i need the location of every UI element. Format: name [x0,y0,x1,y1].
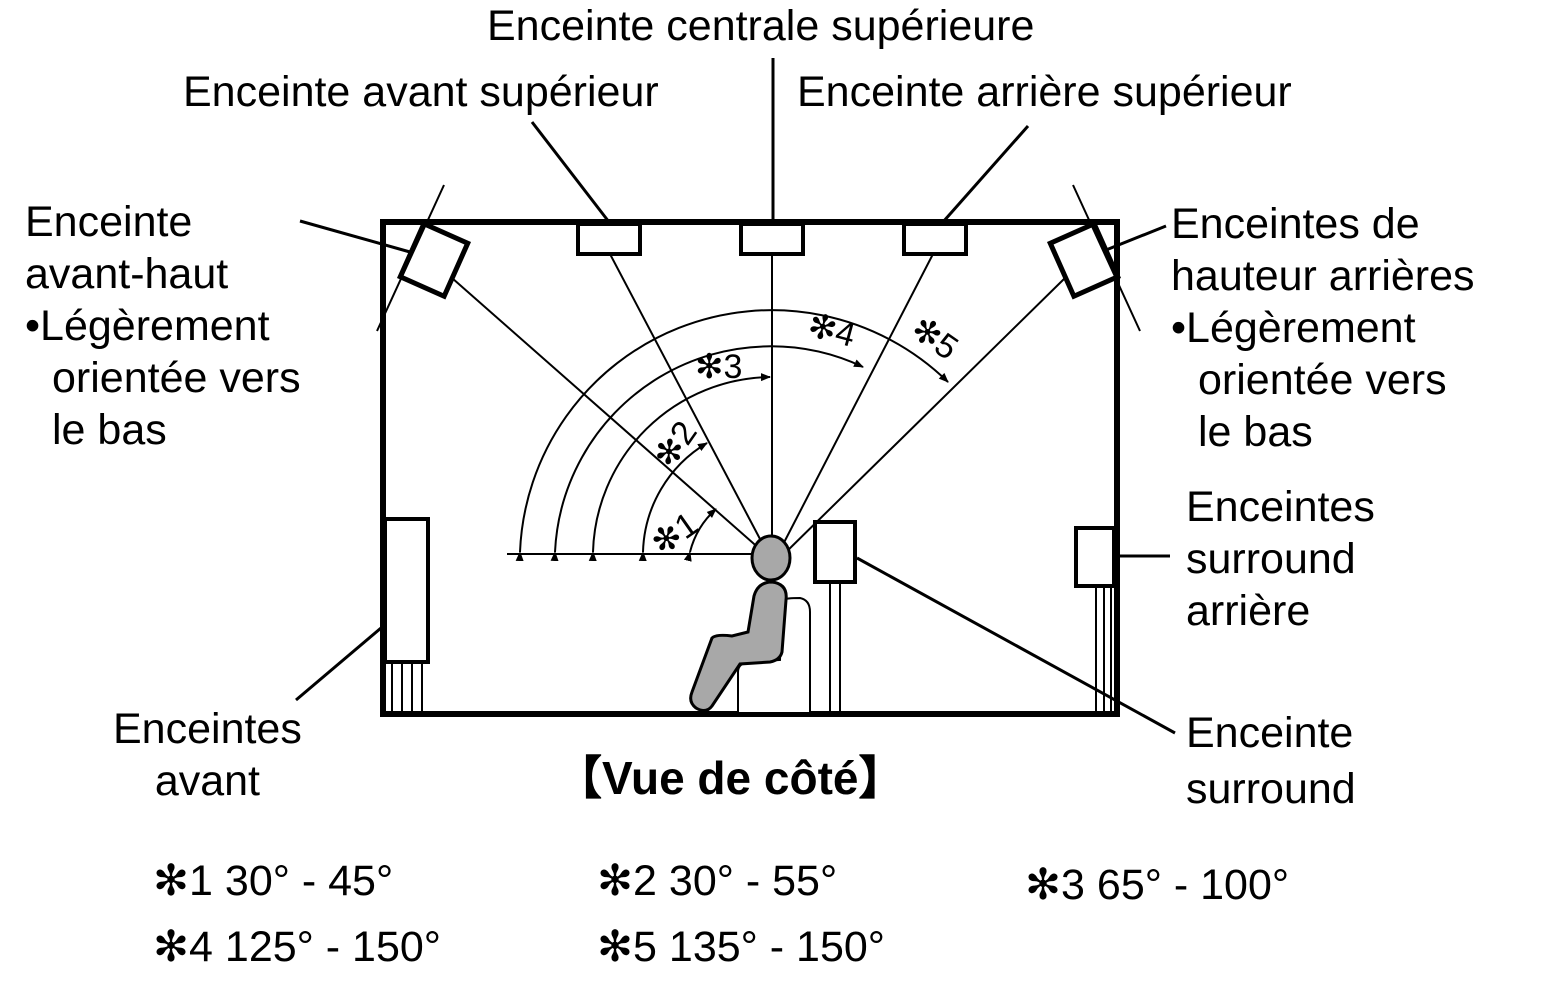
note-2: ✻2 30° - 55° [597,857,838,905]
note-3: ✻3 65° - 100° [1025,861,1290,909]
rear-height-speaker [1046,220,1122,300]
label-top-rear: Enceinte arrière supérieur [797,68,1292,116]
note-4: ✻4 125° - 150° [153,923,441,971]
surround-back-speaker [1074,526,1116,588]
top-center-speaker [739,222,805,256]
label-front: Enceintes avant [113,705,302,805]
label-front-height: Enceinte avant-haut •Légèrement orientée… [25,198,301,454]
label-rear-height: Enceintes de hauteur arrières •Légèremen… [1171,200,1475,456]
listener-head [750,534,792,582]
label-top-front: Enceinte avant supérieur [183,68,659,116]
label-surround: Enceinte surround [1186,709,1356,813]
svg-text:✻4: ✻4 [804,306,860,355]
svg-text:✻5: ✻5 [904,309,965,367]
svg-text:✻3: ✻3 [695,348,742,386]
top-rear-speaker [902,222,968,256]
svg-text:✻2: ✻2 [646,414,704,475]
label-surround-back: Enceintes surround arrière [1186,483,1375,635]
view-title: 【Vue de côté】 [556,752,905,804]
note-5: ✻5 135° - 150° [597,923,885,971]
top-front-speaker [576,222,642,256]
front-speaker [383,517,430,664]
listener-body [689,580,788,713]
note-1: ✻1 30° - 45° [153,857,394,905]
label-top-center: Enceinte centrale supérieure [487,2,1035,50]
surround-speaker [813,520,857,584]
